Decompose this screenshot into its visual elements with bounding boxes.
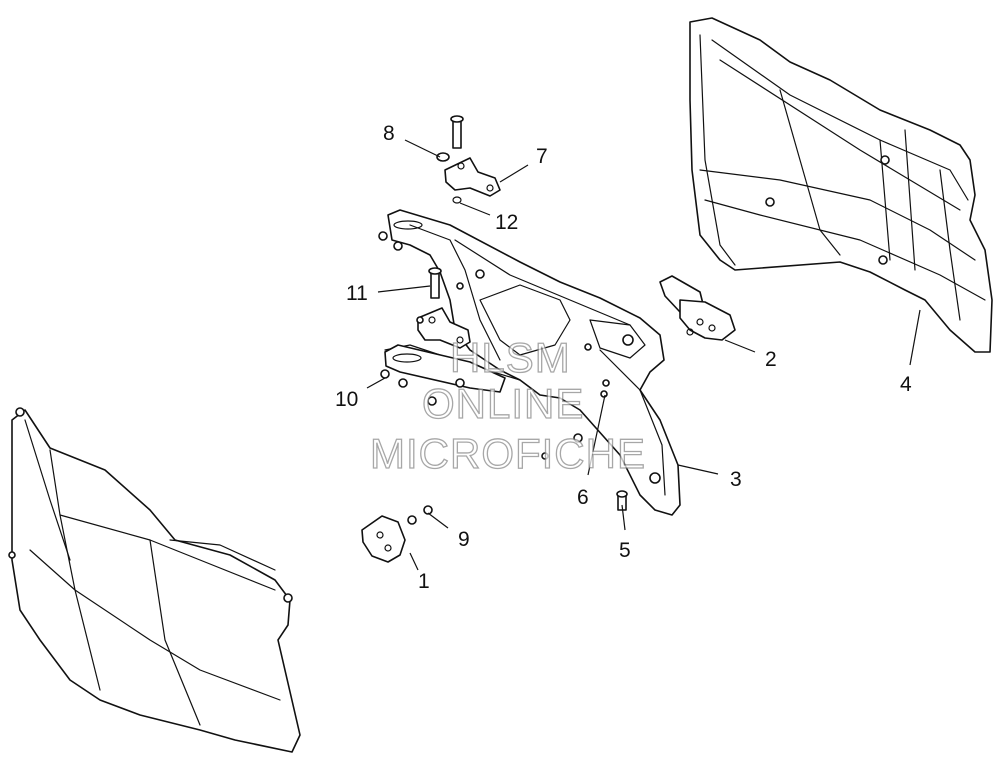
part-11-lower-hinge-bolt (428, 267, 442, 299)
callout-9: 9 (458, 528, 470, 551)
part-1-strike-plate (361, 515, 406, 563)
callout-10: 10 (335, 388, 358, 411)
part-10-screws (378, 231, 424, 388)
lower-hinge-bracket (417, 307, 471, 349)
callout-6: 6 (577, 486, 589, 509)
part-7-upper-hinge-bracket (444, 157, 501, 197)
callout-3: 3 (730, 468, 742, 491)
leader-lines (366, 139, 921, 571)
callout-11: 11 (346, 282, 368, 305)
part-5-screw (616, 490, 628, 511)
callout-4: 4 (900, 373, 912, 396)
part-4-door-panel-rear (689, 17, 993, 353)
part-12-clip (452, 196, 462, 204)
part-8-bolt-and-washer (436, 115, 464, 162)
part-9-screws (407, 505, 433, 525)
watermark-line-2: ONLINE (422, 380, 584, 427)
watermark-line-1: HLSM (450, 334, 571, 381)
callout-2: 2 (765, 348, 777, 371)
watermark-line-3: MICROFICHE (370, 430, 646, 477)
small-fasteners (427, 282, 610, 460)
part-2-latch (659, 275, 736, 341)
callout-12: 12 (495, 211, 518, 234)
front-door-panel (8, 407, 301, 753)
watermark: HLSM ONLINE MICROFICHE (369, 333, 646, 477)
callout-1: 1 (418, 570, 430, 593)
callout-8: 8 (383, 122, 395, 145)
callout-5: 5 (619, 539, 631, 562)
callout-7: 7 (536, 145, 548, 168)
